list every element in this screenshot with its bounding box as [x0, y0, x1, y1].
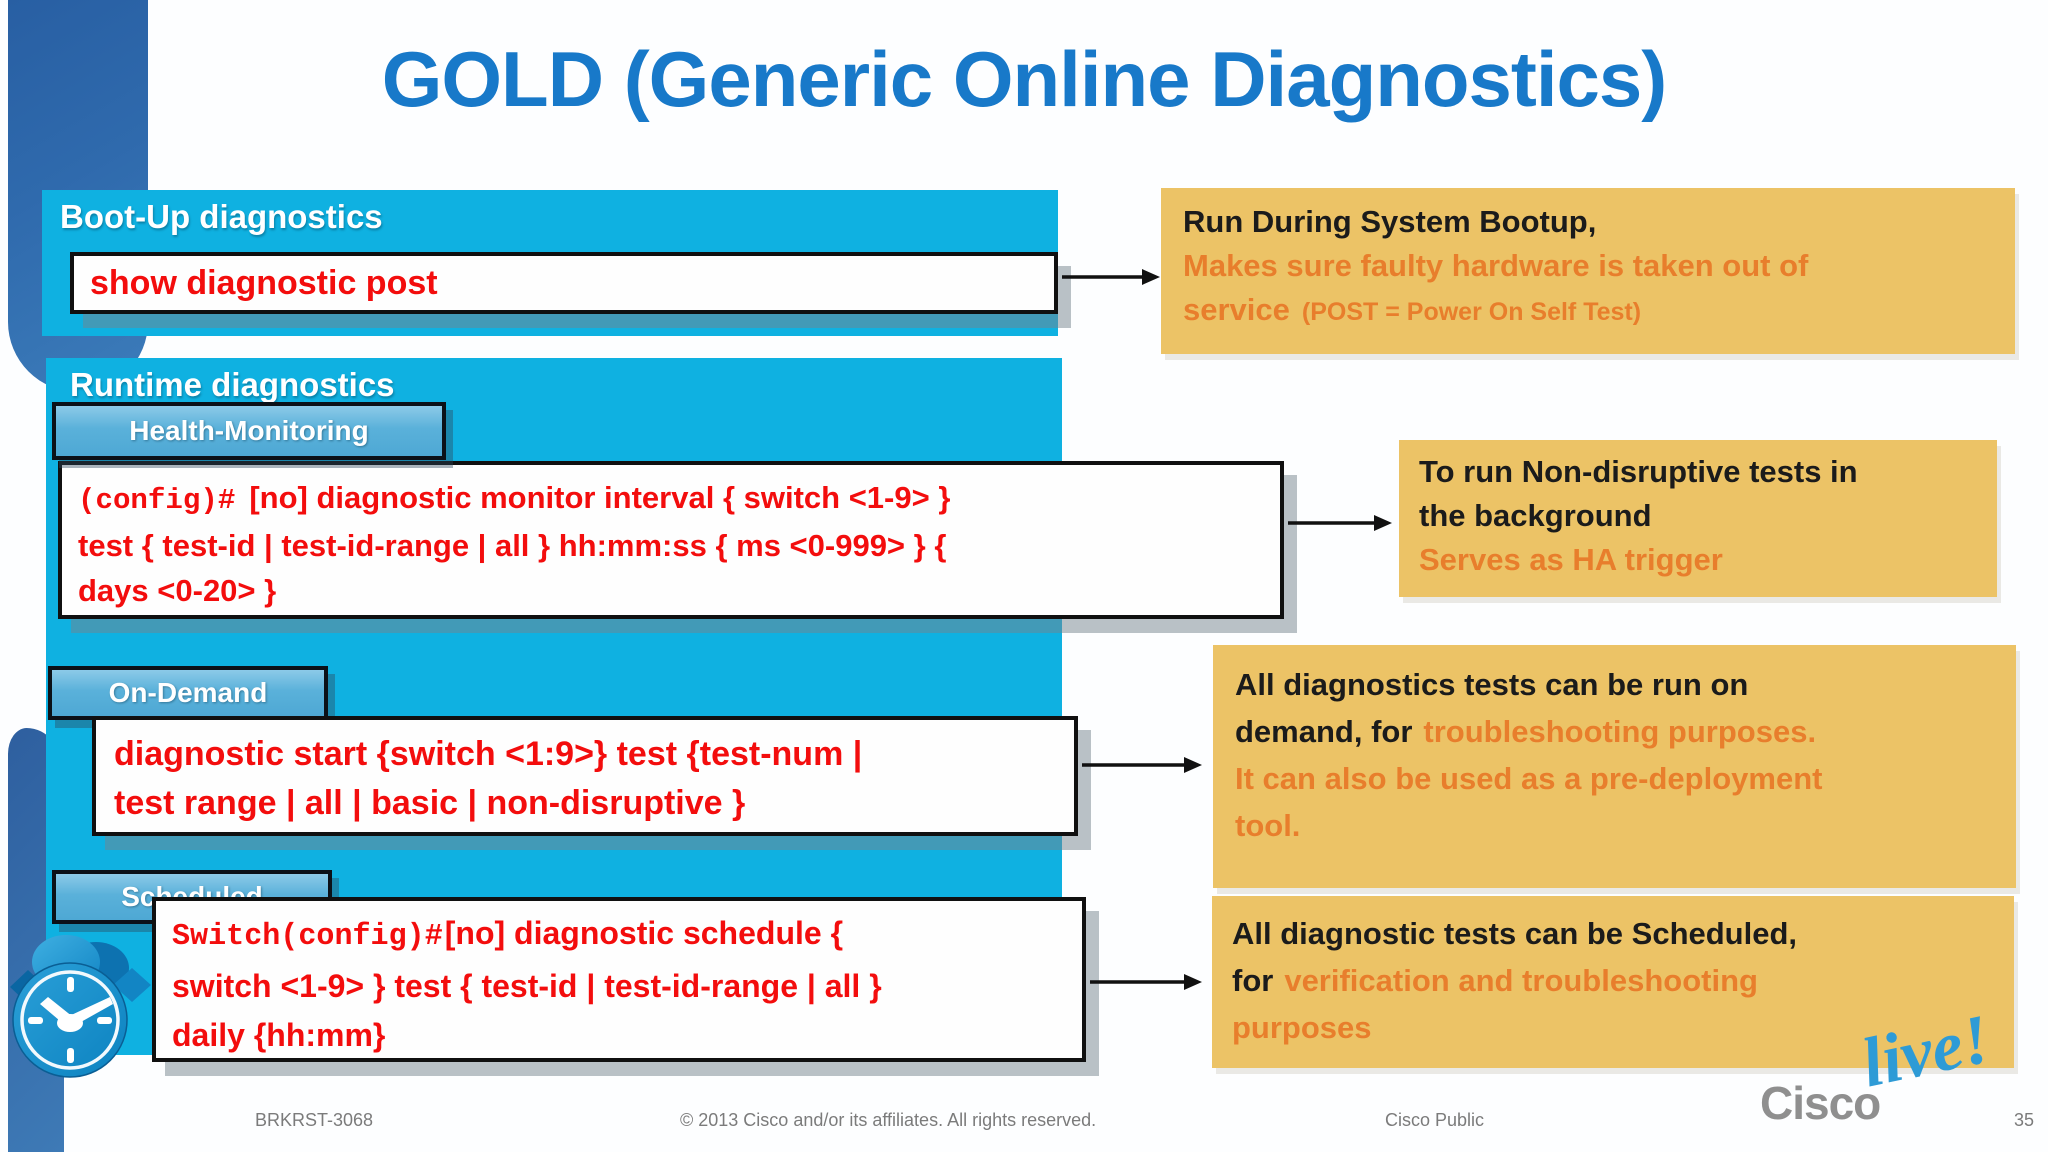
on-demand-label: On-Demand: [48, 666, 328, 720]
scheduled-command-prompt: Switch(config)#: [172, 920, 443, 954]
on-demand-note-box: All diagnostics tests can be run on dema…: [1213, 645, 2016, 888]
health-note-line1: To run Non-disruptive tests in: [1419, 454, 1858, 489]
on-demand-command-line2: test range | all | basic | non-disruptiv…: [114, 784, 746, 822]
bootup-command-box: show diagnostic post: [70, 252, 1058, 314]
alarm-clock-icon: [4, 876, 160, 1086]
bootup-note-box: Run During System Bootup, Makes sure fau…: [1161, 188, 2015, 354]
ondemand-note-line2a: demand, for: [1235, 714, 1413, 749]
health-note-line3: Serves as HA trigger: [1419, 542, 1723, 577]
health-command-box: (config)# [no] diagnostic monitor interva…: [58, 461, 1284, 619]
connector-arrow-bootup: [1062, 265, 1160, 294]
footer-copyright: © 2013 Cisco and/or its affiliates. All …: [680, 1110, 1097, 1130]
scheduled-command-line3: daily {hh:mm}: [172, 1017, 386, 1053]
scheduled-note-line2b: verification and troubleshooting: [1284, 963, 1758, 998]
health-note-line2: the background: [1419, 498, 1652, 533]
footer-classification: Cisco Public: [1385, 1110, 1485, 1130]
on-demand-label-text: On-Demand: [108, 677, 268, 708]
ondemand-note-line3: It can also be used as a pre-deployment: [1235, 761, 1823, 796]
runtime-section-label: Runtime diagnostics: [70, 366, 395, 403]
on-demand-command-line1: diagnostic start {switch <1:9>} test {te…: [114, 735, 863, 773]
page-title: GOLD (Generic Online Diagnostics): [381, 35, 1668, 123]
bootup-command-text: show diagnostic post: [90, 263, 438, 302]
health-note-box: To run Non-disruptive tests in the backg…: [1399, 440, 1997, 597]
scheduled-command-line1: [no] diagnostic schedule {: [444, 915, 844, 951]
scheduled-note-line3: purposes: [1232, 1010, 1372, 1045]
cisco-logo-text: Cisco: [1760, 1077, 1881, 1129]
bootup-note-line3a: service: [1183, 292, 1290, 327]
health-command-prompt: (config)#: [78, 484, 236, 517]
health-monitoring-label: Health-Monitoring: [52, 402, 446, 460]
ondemand-note-line2b: troubleshooting purposes.: [1423, 714, 1817, 749]
ondemand-note-line1: All diagnostics tests can be run on: [1235, 667, 1749, 702]
health-command-line2: test { test-id | test-id-range | all } h…: [78, 528, 947, 563]
scheduled-note-line1: All diagnostic tests can be Scheduled,: [1232, 916, 1798, 951]
scheduled-command-line2: switch <1-9> } test { test-id | test-id-…: [172, 968, 882, 1004]
connector-arrow-health: [1288, 511, 1392, 540]
on-demand-command-box: diagnostic start {switch <1:9>} test {te…: [92, 716, 1078, 836]
ondemand-note-line4: tool.: [1235, 808, 1301, 843]
health-monitoring-label-text: Health-Monitoring: [129, 415, 369, 446]
scheduled-note-box: All diagnostic tests can be Scheduled, f…: [1212, 896, 2014, 1068]
bootup-section-label: Boot-Up diagnostics: [60, 198, 383, 235]
scheduled-note-line2a: for: [1232, 963, 1274, 998]
health-command-line3: days <0-20> }: [78, 573, 277, 608]
footer-page-number: 35: [2013, 1110, 2034, 1130]
footer-session-id: BRKRST-3068: [255, 1110, 374, 1130]
bootup-note-line1: Run During System Bootup,: [1183, 204, 1597, 239]
bootup-note-line3b: (POST = Power On Self Test): [1301, 298, 1642, 326]
connector-arrow-scheduled: [1090, 970, 1202, 999]
scheduled-command-box: Switch(config)#[no] diagnostic schedule …: [152, 897, 1086, 1062]
connector-arrow-ondemand: [1082, 753, 1202, 782]
health-command-line1: [no] diagnostic monitor interval { switc…: [249, 480, 951, 515]
bootup-note-line2: Makes sure faulty hardware is taken out …: [1183, 248, 1809, 283]
